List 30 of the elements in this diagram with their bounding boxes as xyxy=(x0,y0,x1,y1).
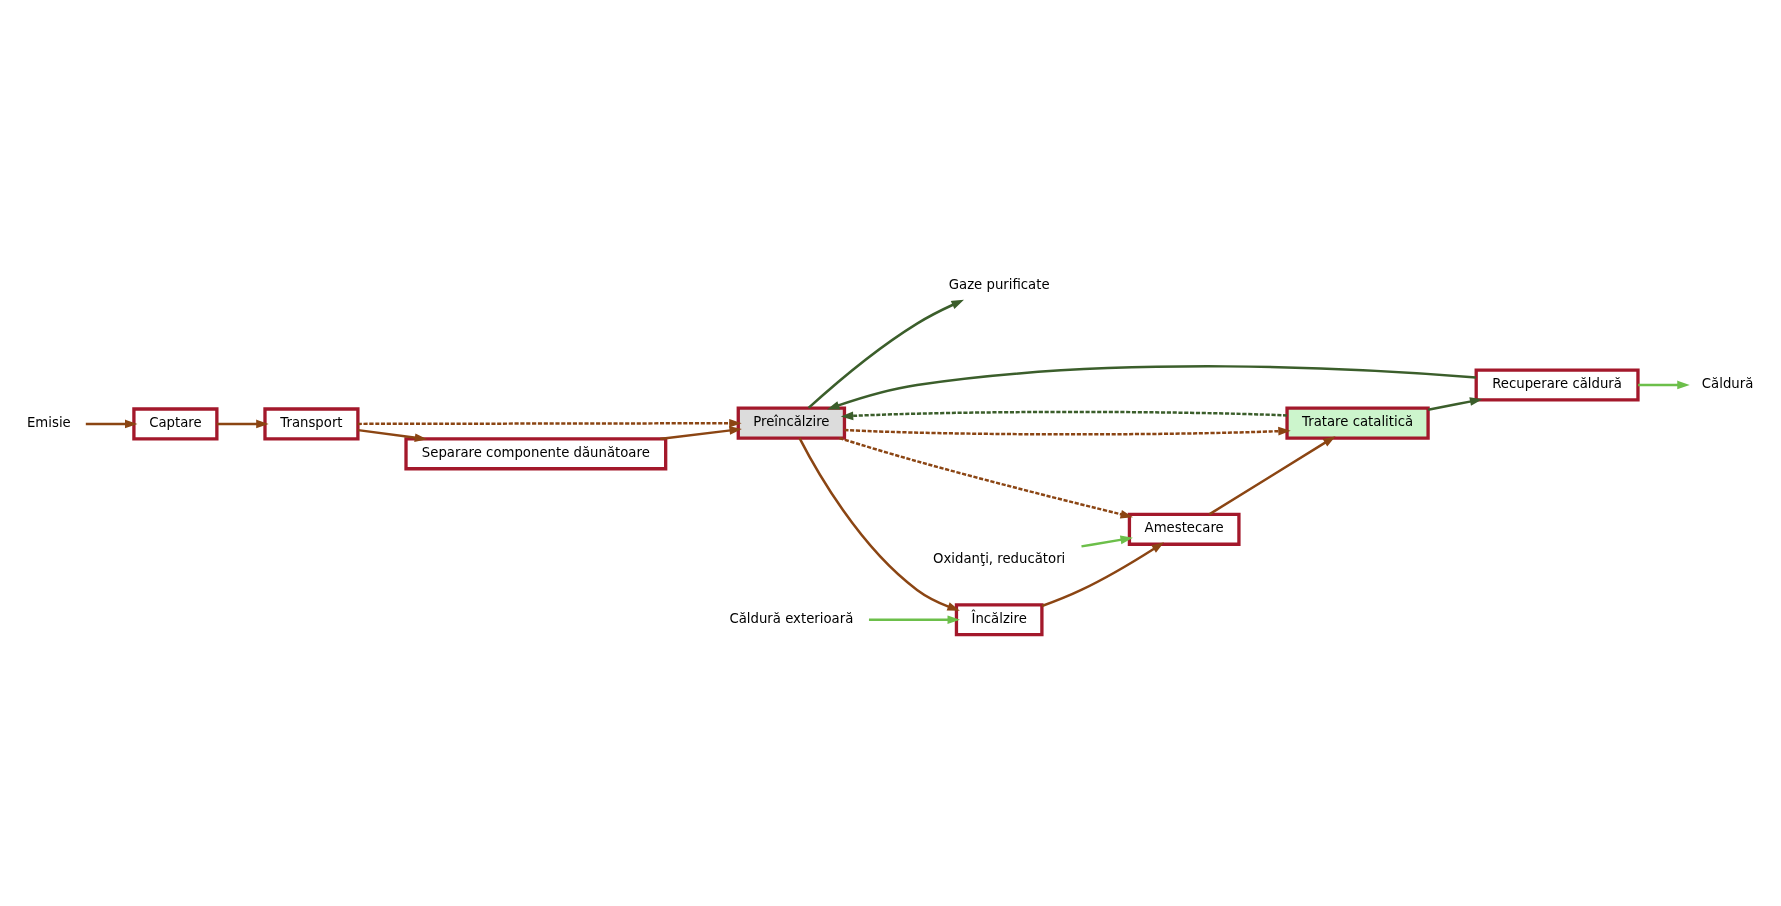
arrow xyxy=(1427,397,1483,411)
arrow xyxy=(798,437,960,611)
arrow xyxy=(840,410,1288,421)
node-box: Captare xyxy=(132,407,219,441)
arrow xyxy=(839,436,1133,519)
arrow xyxy=(357,418,742,428)
node-text: Emisie xyxy=(27,415,71,431)
node-box: Tratare catalitică xyxy=(1285,406,1430,440)
arrow xyxy=(1081,535,1133,548)
arrow xyxy=(660,426,742,441)
node-text: Căldură xyxy=(1701,376,1754,392)
arrow xyxy=(216,419,269,429)
node-text: Căldură exterioară xyxy=(729,610,854,626)
node-box: Recuperare căldură xyxy=(1474,368,1640,402)
node-box: Separare componente dăunătoare xyxy=(404,437,668,471)
node-box: Preîncălzire xyxy=(736,406,847,440)
arrow xyxy=(1638,380,1690,390)
arrow xyxy=(1208,436,1336,516)
node-box: Încălzire xyxy=(954,603,1044,637)
arrow xyxy=(827,365,1477,410)
arrow xyxy=(1041,542,1165,608)
arrow xyxy=(85,419,138,429)
node-box: Transport xyxy=(263,407,360,441)
node-text: Gaze purificate xyxy=(948,277,1050,293)
arrow xyxy=(868,615,960,625)
arrow xyxy=(807,299,964,409)
node-text: Oxidanţi, reducători xyxy=(933,551,1066,567)
arrow xyxy=(844,426,1291,436)
arrow xyxy=(358,428,428,443)
node-box: Amestecare xyxy=(1127,512,1241,546)
